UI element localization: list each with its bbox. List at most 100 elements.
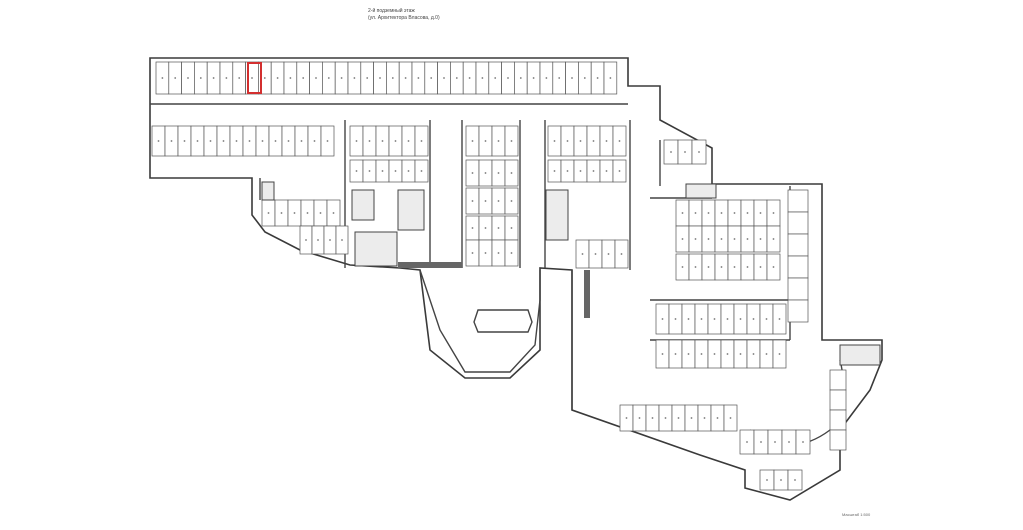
stall-marker bbox=[407, 170, 410, 172]
stall-marker bbox=[707, 212, 710, 214]
stall-marker bbox=[183, 140, 186, 142]
inner-ring-wall bbox=[150, 103, 631, 410]
stall-marker bbox=[510, 252, 513, 254]
stall-marker bbox=[788, 441, 790, 443]
stall-marker bbox=[302, 77, 305, 79]
stall-marker bbox=[532, 77, 535, 79]
stall-marker bbox=[329, 239, 331, 241]
stair-core-west bbox=[351, 189, 375, 221]
stall-marker bbox=[713, 353, 716, 355]
stall-marker bbox=[289, 77, 292, 79]
stall-marker bbox=[391, 77, 394, 79]
stall-marker bbox=[674, 318, 677, 320]
stall-marker bbox=[315, 77, 317, 79]
stall-marker bbox=[293, 212, 296, 214]
stall-marker bbox=[794, 479, 796, 481]
stall-marker bbox=[300, 140, 303, 142]
stall-marker bbox=[507, 77, 509, 79]
stall-marker bbox=[746, 441, 748, 443]
parking-stall bbox=[787, 255, 809, 279]
stall-marker bbox=[280, 212, 283, 214]
stall-marker bbox=[579, 140, 582, 142]
highlighted-parking-space[interactable] bbox=[247, 62, 262, 94]
stall-marker bbox=[592, 140, 595, 142]
stall-marker bbox=[766, 479, 768, 481]
stall-marker bbox=[703, 417, 706, 419]
stall-marker bbox=[404, 77, 407, 79]
stall-marker bbox=[726, 353, 729, 355]
stall-marker bbox=[596, 77, 599, 79]
stall-marker bbox=[327, 77, 330, 79]
stall-marker bbox=[238, 77, 241, 79]
stall-marker bbox=[733, 266, 736, 268]
stall-marker bbox=[607, 253, 610, 255]
stall-marker bbox=[759, 266, 762, 268]
stall-marker bbox=[209, 140, 212, 142]
stall-marker bbox=[443, 77, 445, 79]
stall-marker bbox=[760, 441, 762, 443]
parking-stall bbox=[787, 189, 809, 213]
stall-marker bbox=[355, 170, 358, 172]
technical-room bbox=[354, 231, 398, 267]
stall-marker bbox=[620, 253, 623, 255]
stall-marker bbox=[430, 77, 433, 79]
stall-marker bbox=[733, 238, 736, 240]
stall-marker bbox=[713, 318, 716, 320]
stall-marker bbox=[802, 441, 804, 443]
stall-marker bbox=[759, 212, 762, 214]
stall-marker bbox=[420, 140, 423, 142]
stall-marker bbox=[618, 140, 621, 142]
central-island bbox=[473, 309, 533, 333]
stall-marker bbox=[571, 77, 573, 79]
stall-marker bbox=[379, 77, 381, 79]
stall-marker bbox=[681, 266, 684, 268]
stall-marker bbox=[605, 140, 608, 142]
parking-stall bbox=[787, 299, 809, 323]
stall-marker bbox=[687, 353, 690, 355]
stall-marker bbox=[674, 353, 677, 355]
stall-marker bbox=[368, 170, 371, 172]
plan-title-line1: 2-й подземный этаж bbox=[368, 8, 415, 14]
stall-marker bbox=[481, 77, 484, 79]
stall-marker bbox=[778, 318, 781, 320]
stall-marker bbox=[638, 417, 641, 419]
stall-marker bbox=[341, 239, 343, 241]
stall-marker bbox=[510, 200, 513, 202]
stall-marker bbox=[661, 353, 664, 355]
stall-marker bbox=[212, 77, 215, 79]
stall-marker bbox=[681, 212, 684, 214]
stall-marker bbox=[353, 77, 356, 79]
stall-marker bbox=[677, 417, 680, 419]
stall-marker bbox=[187, 77, 189, 79]
stall-marker bbox=[579, 170, 582, 172]
stall-marker bbox=[161, 77, 164, 79]
parking-stall bbox=[829, 429, 847, 451]
stall-marker bbox=[471, 200, 474, 202]
stall-marker bbox=[170, 140, 173, 142]
stall-marker bbox=[726, 318, 729, 320]
stall-marker bbox=[417, 77, 420, 79]
stall-marker bbox=[694, 212, 697, 214]
stall-marker bbox=[319, 212, 322, 214]
stall-marker bbox=[381, 170, 384, 172]
stall-marker bbox=[772, 238, 775, 240]
stall-marker bbox=[484, 172, 487, 174]
stall-marker bbox=[494, 77, 497, 79]
stall-marker bbox=[716, 417, 719, 419]
stall-marker bbox=[199, 77, 202, 79]
stall-marker bbox=[313, 140, 316, 142]
stall-marker bbox=[765, 353, 768, 355]
stall-marker bbox=[700, 353, 703, 355]
stall-marker bbox=[625, 417, 628, 419]
lift-core-west bbox=[397, 189, 425, 231]
stall-marker bbox=[765, 318, 768, 320]
parking-stall bbox=[787, 233, 809, 257]
plan-title: 2-й подземный этаж (ул. Архитектора Влас… bbox=[368, 8, 440, 22]
stall-marker bbox=[317, 239, 319, 241]
stall-marker bbox=[455, 77, 458, 79]
stall-marker bbox=[471, 227, 474, 229]
stall-marker bbox=[306, 212, 309, 214]
stall-marker bbox=[746, 212, 749, 214]
stall-marker bbox=[326, 140, 329, 142]
